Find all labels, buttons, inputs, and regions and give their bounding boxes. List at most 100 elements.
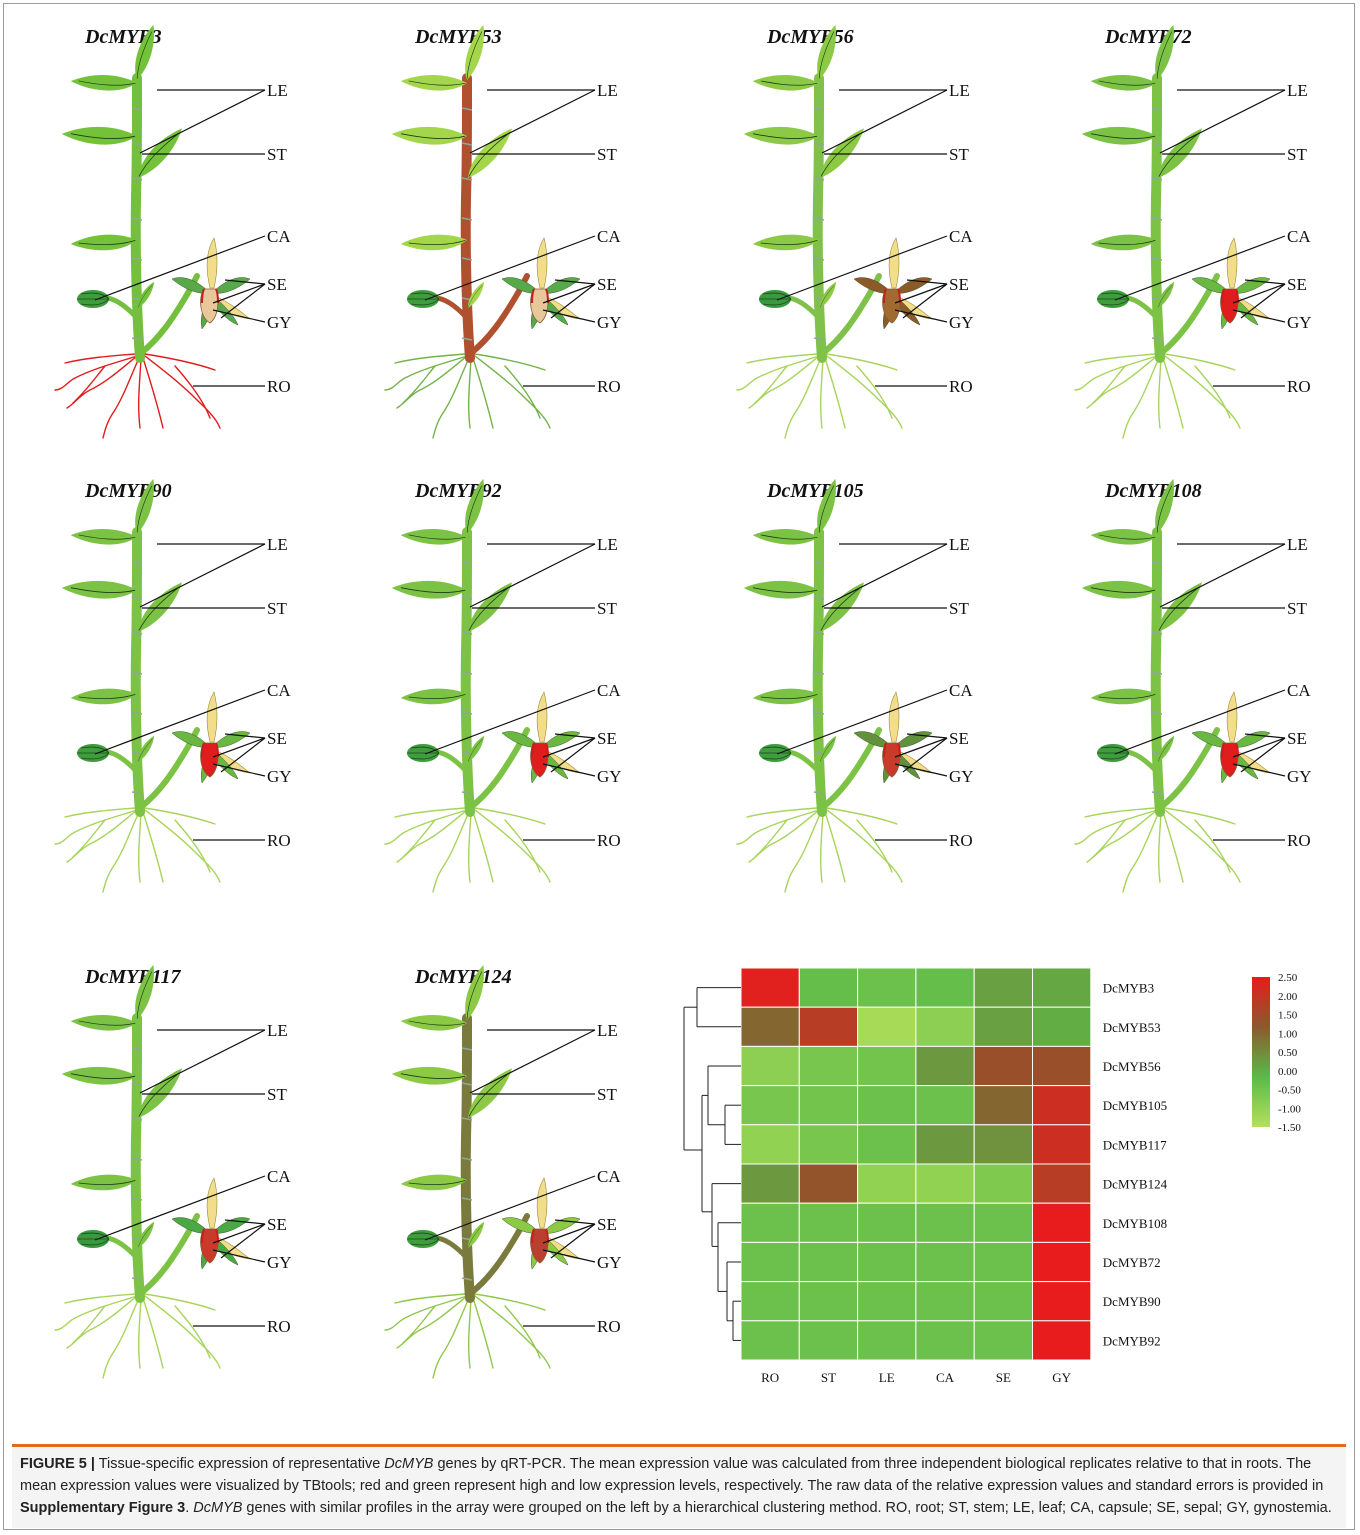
heatmap-cell — [915, 1006, 975, 1047]
stem-node — [461, 1157, 473, 1161]
leader-line — [821, 89, 948, 154]
capsule — [1097, 744, 1130, 762]
heatmap-cell — [798, 1241, 859, 1283]
leaf-vein — [138, 1224, 153, 1248]
heatmap-cell — [857, 1085, 917, 1126]
leaf-vein — [136, 31, 153, 79]
root-branch — [736, 355, 820, 391]
root-branch — [1086, 809, 1158, 863]
heatmap-cell — [857, 1241, 917, 1283]
root-branch — [72, 1305, 106, 1344]
heatmap-cell — [973, 1202, 1034, 1243]
leaf — [391, 110, 468, 160]
heatmap-cell — [857, 1163, 917, 1204]
leaf-vein — [78, 239, 136, 245]
leaf — [1081, 564, 1158, 614]
root-branch — [394, 353, 466, 364]
heatmap-row-label: DcMYB3 — [1103, 981, 1154, 996]
leader-line — [1244, 733, 1286, 739]
heatmap-cell — [740, 1085, 800, 1126]
leaf-blade — [400, 677, 468, 715]
heatmap-cell — [740, 1006, 800, 1047]
leaf-vein — [70, 133, 136, 139]
stem-node — [813, 561, 825, 565]
leaf — [70, 1000, 138, 1044]
root-branch — [1074, 355, 1158, 391]
capsule — [407, 1230, 440, 1248]
tissue-label-st: ST — [949, 145, 969, 164]
flower-petal-top — [206, 1177, 218, 1229]
root-branch — [144, 353, 216, 371]
tissue-label-st: ST — [267, 1085, 287, 1104]
leader-line — [424, 1175, 596, 1241]
leader-line — [550, 737, 596, 773]
leaf-vein — [400, 133, 466, 139]
caption-supplementary-link[interactable]: Supplementary Figure 3 — [20, 1500, 186, 1516]
root-branch — [432, 357, 470, 439]
leaf-blade — [61, 564, 138, 614]
leader-line — [139, 89, 266, 154]
stem-node — [131, 791, 143, 795]
root-branch — [1074, 809, 1158, 845]
leaf — [752, 514, 820, 558]
leaf — [121, 964, 169, 1021]
leader-line — [139, 1029, 266, 1094]
tissue-label-se: SE — [949, 729, 969, 748]
capsule-ribs — [407, 1232, 440, 1246]
root-branch — [1158, 811, 1162, 883]
root-branch — [394, 807, 466, 818]
leaf-vein — [1098, 693, 1156, 699]
leaf-vein — [70, 587, 136, 593]
flower-petal-top — [1226, 237, 1238, 289]
root-branch — [72, 819, 106, 858]
leaf-blade — [1081, 110, 1158, 160]
flower-stalk — [1158, 727, 1220, 810]
tissue-label-le: LE — [267, 81, 288, 100]
stem-node — [461, 257, 473, 261]
root-branch — [826, 353, 898, 371]
leaf — [400, 223, 468, 261]
heatmap-row-label: DcMYB117 — [1103, 1137, 1167, 1152]
figure-frame — [3, 3, 1355, 1530]
tissue-label-se: SE — [597, 275, 617, 294]
tissue-label-ro: RO — [267, 377, 291, 396]
heatmap-cell — [740, 1320, 800, 1361]
stem-node — [131, 631, 143, 635]
stem — [130, 1013, 145, 1303]
root-branch — [402, 819, 436, 858]
leader-line — [902, 283, 948, 319]
leader-line — [1240, 737, 1286, 773]
plant-title: DcMYB56 — [766, 26, 854, 48]
root-branch — [826, 809, 903, 883]
leader-lines — [94, 1029, 266, 1327]
leaf-vein — [78, 534, 136, 540]
stem-node — [813, 337, 825, 341]
root-branch — [1084, 353, 1156, 364]
leaf-vein — [1158, 284, 1173, 308]
heatmap-cell — [1032, 1202, 1092, 1243]
tissue-label-le: LE — [949, 81, 970, 100]
heatmap-row-label: DcMYB92 — [1103, 1333, 1161, 1348]
leaf-blade — [70, 514, 138, 558]
tissue-label-le: LE — [949, 535, 970, 554]
root-branch — [748, 809, 820, 863]
leader-line — [1240, 283, 1286, 319]
heatmap-cell — [798, 1281, 859, 1322]
root-branch — [432, 1297, 470, 1379]
heatmap-cell — [1032, 1085, 1092, 1126]
tissue-label-se: SE — [949, 275, 969, 294]
caption-gene-1: DcMYB — [384, 1456, 434, 1472]
root-branch — [826, 807, 898, 825]
tissue-label-ca: CA — [1287, 227, 1311, 246]
leader-line — [1114, 689, 1286, 755]
tissue-label-ca: CA — [949, 681, 973, 700]
stem — [130, 73, 145, 363]
heatmap-cell — [798, 1163, 859, 1204]
root-branch — [474, 355, 551, 429]
roots — [54, 807, 221, 893]
stem-node — [813, 107, 825, 111]
